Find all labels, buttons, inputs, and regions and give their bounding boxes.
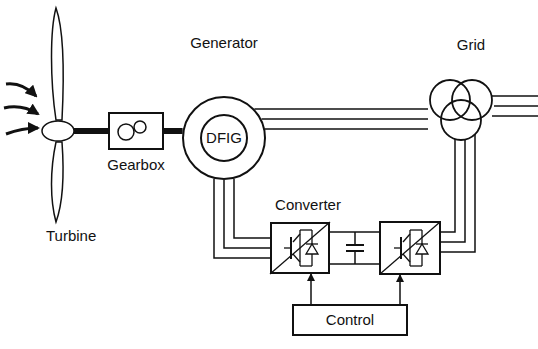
igbt-symbol: [380, 222, 440, 274]
rotor-circle: DFIG: [200, 114, 248, 162]
node-heading: Gearbox: [107, 156, 165, 174]
connector: [311, 274, 312, 304]
part-label: Turbine: [46, 227, 96, 245]
main-shaft: [74, 128, 108, 134]
gear: [134, 121, 146, 133]
connector: [254, 109, 428, 129]
node-heading: Converter: [275, 196, 341, 214]
hub: [42, 121, 74, 141]
node-label: Control: [326, 311, 374, 329]
node-heading: Grid: [457, 36, 485, 54]
wind-arrows: [4, 84, 38, 134]
connector: [214, 179, 270, 258]
generator-circle: GeneratorDFIG: [182, 96, 266, 180]
transformer: Grid: [428, 78, 494, 142]
gear: [118, 124, 134, 140]
dc-link: [330, 232, 380, 264]
connector: [164, 131, 183, 132]
process-box: Converter: [270, 222, 330, 274]
grid-side-converter: [380, 222, 440, 274]
process-box: Control: [292, 304, 408, 336]
process-box: Gearbox: [108, 112, 164, 150]
control-arrow: [399, 275, 401, 304]
node-heading: Generator: [190, 34, 258, 52]
node-label: DFIG: [206, 129, 242, 147]
blade: [52, 8, 64, 120]
blade: [52, 142, 64, 222]
transformer-symbol: [428, 78, 494, 142]
igbt-symbol: [270, 222, 330, 274]
